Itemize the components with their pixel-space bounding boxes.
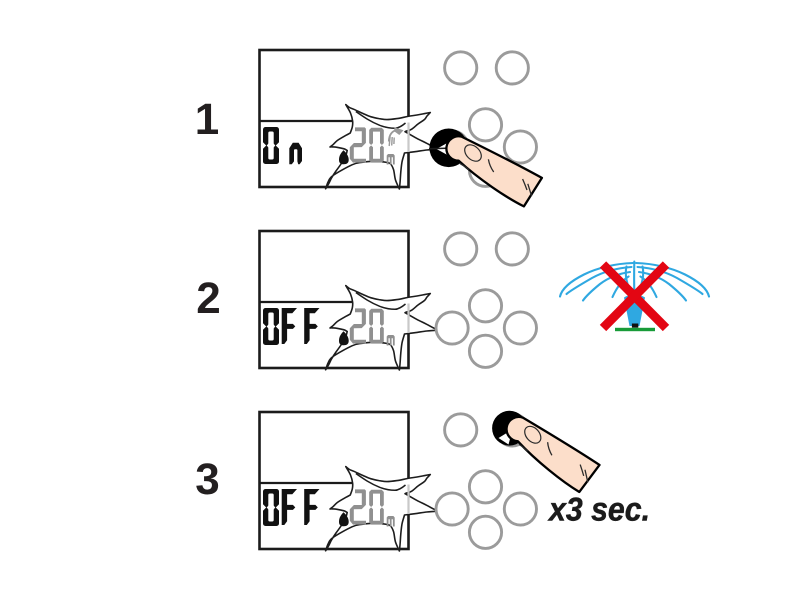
svg-text:2: 2 [196, 274, 220, 323]
svg-text:3: 3 [195, 455, 219, 504]
svg-text:x3 sec.: x3 sec. [547, 491, 650, 528]
svg-text:1: 1 [195, 95, 219, 144]
